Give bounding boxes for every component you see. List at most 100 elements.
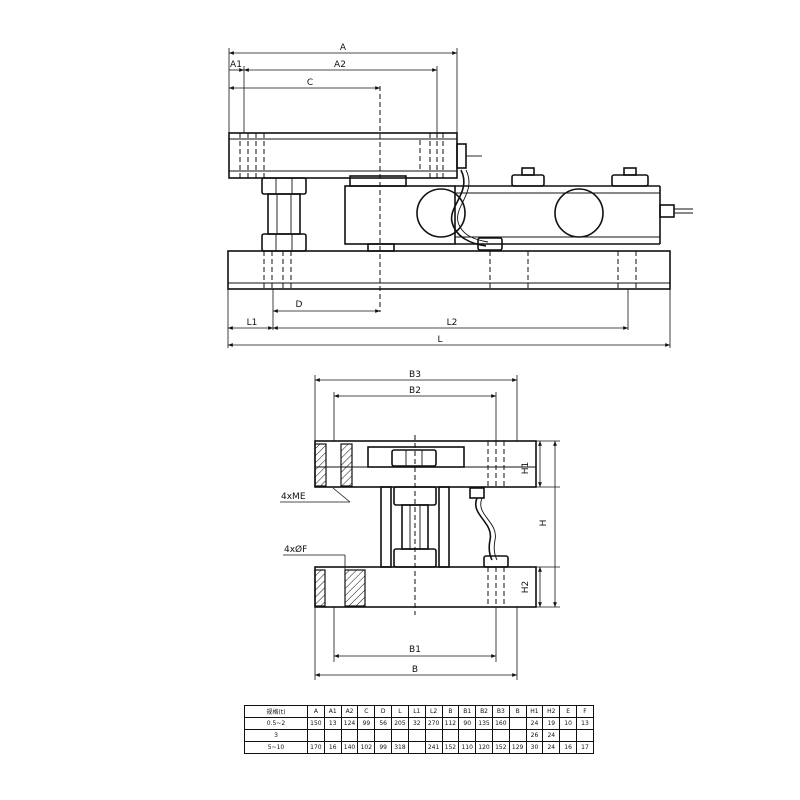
table-cell: 0.5~2	[244, 717, 308, 730]
dim-label-B: B	[412, 665, 418, 675]
dim-label-B2: B2	[409, 386, 421, 396]
dim-label-B3: B3	[409, 370, 421, 380]
table-cell: H1	[525, 705, 544, 718]
table-cell: 241	[424, 741, 443, 754]
table-cell: 规格(t)	[244, 705, 308, 718]
table-cell	[576, 729, 594, 742]
table-cell: 30	[525, 741, 544, 754]
table-cell: C	[357, 705, 376, 718]
front-view: B3 B2 H1 H H2 4xME 4xØF B1 B	[280, 370, 560, 680]
dim-label-H1: H1	[521, 462, 531, 475]
table-cell: 152	[441, 741, 460, 754]
cable-side	[450, 169, 487, 247]
table-cell: 102	[357, 741, 376, 754]
table-cell	[407, 741, 426, 754]
table-cell: 99	[374, 741, 393, 754]
table-cell: 17	[576, 741, 594, 754]
table-cell: 24	[542, 741, 561, 754]
table-cell: 13	[323, 717, 342, 730]
table-cell	[357, 729, 376, 742]
dim-label-A: A	[340, 43, 347, 53]
table-cell: L	[391, 705, 409, 718]
table-cell	[407, 729, 426, 742]
table-cell: 112	[441, 717, 460, 730]
table-cell: 24	[525, 717, 544, 730]
table-cell: 160	[491, 717, 510, 730]
beam-hole-right	[554, 188, 604, 238]
table-cell: 318	[391, 741, 409, 754]
table-cell: 19	[542, 717, 561, 730]
table-cell: 26	[525, 729, 544, 742]
dim-label-B1: B1	[409, 645, 421, 655]
bolt-callout: 4xME	[281, 492, 306, 502]
table-cell	[458, 729, 477, 742]
table-cell: 32	[407, 717, 426, 730]
hex-nut-bottom	[261, 233, 307, 252]
hole-callout: 4xØF	[284, 544, 307, 555]
table-cell: B	[508, 705, 527, 718]
table-cell: L2	[424, 705, 443, 718]
table-cell	[340, 729, 359, 742]
table-cell: 270	[424, 717, 443, 730]
table-cell	[391, 729, 409, 742]
side-view: A A1 A2 C D L1 L2 L	[227, 43, 693, 348]
dim-label-A2: A2	[334, 60, 346, 70]
table-cell: 3	[244, 729, 308, 742]
table-cell: 150	[307, 717, 325, 730]
table-cell: D	[374, 705, 393, 718]
table-cell: F	[576, 705, 594, 718]
table-cell: 99	[357, 717, 376, 730]
table-cell: 5~10	[244, 741, 308, 754]
hex-nut-top	[261, 177, 307, 195]
table-cell: 110	[458, 741, 477, 754]
dim-label-A1: A1	[230, 60, 242, 70]
table-cell: 152	[491, 741, 510, 754]
cable-front	[474, 497, 493, 561]
dim-label-D: D	[296, 300, 303, 310]
dim-label-H: H	[539, 520, 549, 527]
table-cell: 135	[475, 717, 493, 730]
table-cell: B3	[491, 705, 510, 718]
load-cell-block	[344, 185, 456, 245]
table-cell: 120	[475, 741, 493, 754]
table-cell: B2	[475, 705, 493, 718]
table-cell	[424, 729, 443, 742]
dim-label-L: L	[437, 335, 442, 345]
table-cell: A1	[323, 705, 342, 718]
table-cell	[307, 729, 325, 742]
table-cell: 13	[576, 717, 594, 730]
dim-label-C: C	[307, 78, 313, 88]
table-cell: 205	[391, 717, 409, 730]
dim-label-L1: L1	[247, 318, 258, 328]
table-cell	[475, 729, 493, 742]
dim-label-L2: L2	[447, 318, 458, 328]
table-cell: A2	[340, 705, 359, 718]
table-cell	[491, 729, 510, 742]
table-cell: A	[307, 705, 325, 718]
table-cell	[374, 729, 393, 742]
table-cell: L1	[407, 705, 426, 718]
table-cell: B1	[458, 705, 477, 718]
table-cell	[441, 729, 460, 742]
table-cell: 129	[508, 741, 527, 754]
table-cell: 140	[340, 741, 359, 754]
table-cell: B	[441, 705, 460, 718]
table-cell: 16	[323, 741, 342, 754]
table-cell: 16	[559, 741, 577, 754]
beam-hole-left	[416, 188, 466, 238]
table-cell: 90	[458, 717, 477, 730]
table-cell: 124	[340, 717, 359, 730]
dim-label-H2: H2	[521, 581, 531, 594]
table-cell: 56	[374, 717, 393, 730]
table-cell	[323, 729, 342, 742]
table-cell: E	[559, 705, 577, 718]
base-plate	[227, 250, 671, 290]
table-cell: H2	[542, 705, 561, 718]
table-cell	[508, 729, 527, 742]
